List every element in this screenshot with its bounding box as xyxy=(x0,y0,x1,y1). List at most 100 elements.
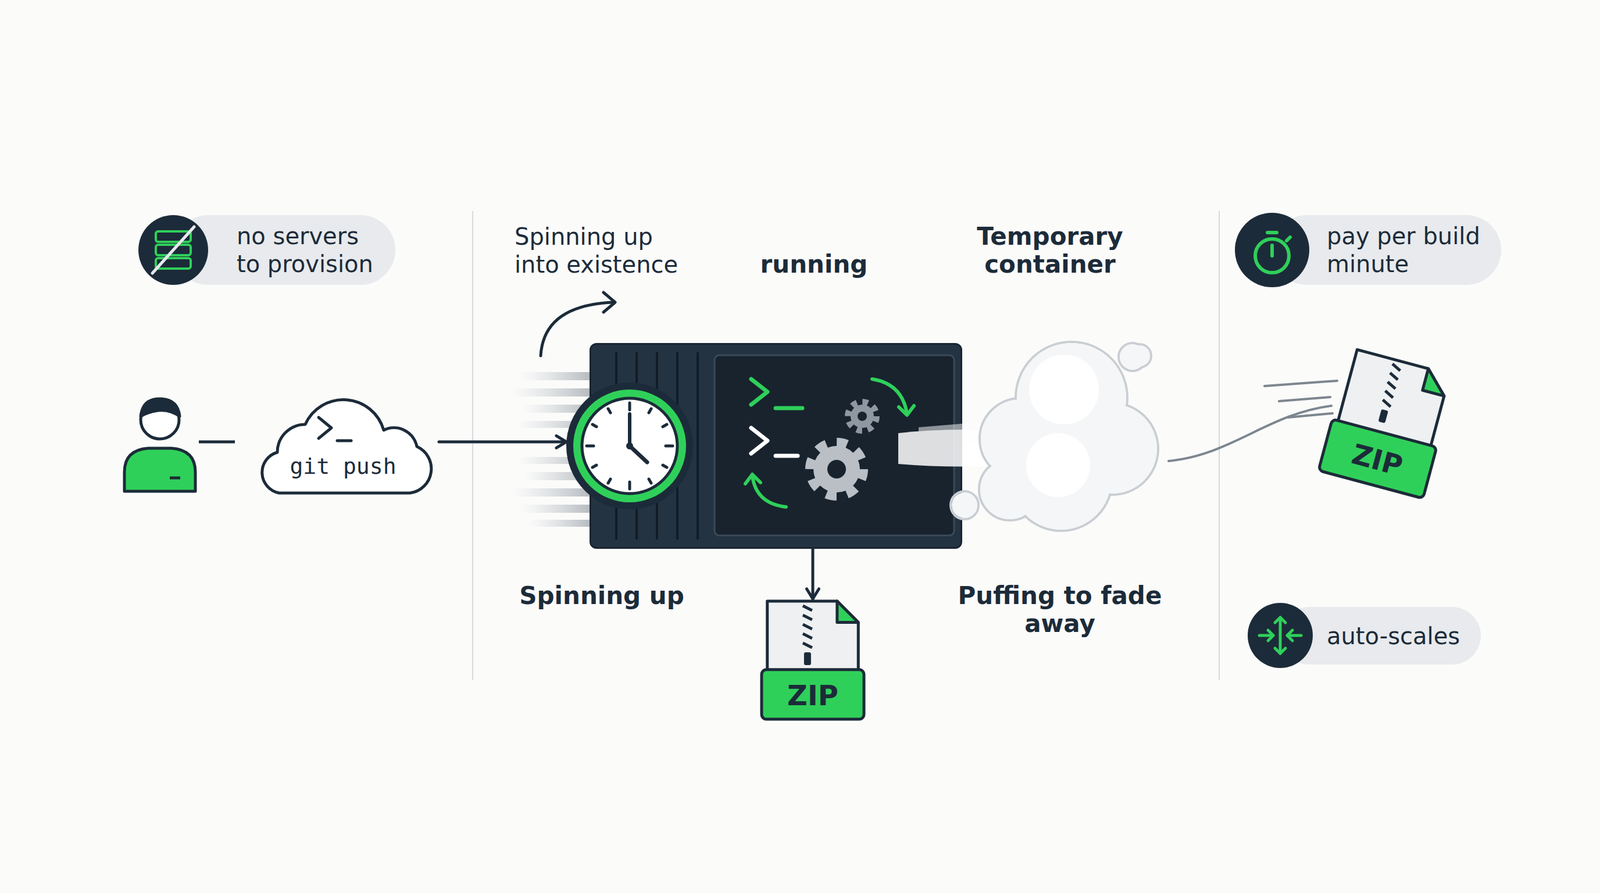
speed-lines xyxy=(523,404,591,413)
motion-lines xyxy=(1287,413,1333,418)
zipper-tooth xyxy=(1386,381,1398,389)
motion-lines xyxy=(1168,380,1338,462)
smoke-streak xyxy=(898,421,1012,467)
smoke-streak xyxy=(918,421,989,435)
clock-icon xyxy=(648,479,652,484)
container-panel xyxy=(655,352,659,540)
gear-icon xyxy=(850,404,874,428)
clock-icon xyxy=(662,465,667,468)
clock-icon xyxy=(626,442,634,450)
divider-line xyxy=(472,211,474,681)
smoke-puff xyxy=(950,341,1159,531)
smoke-puff xyxy=(979,458,1041,521)
zip-outline xyxy=(1333,349,1450,463)
smoke-puff xyxy=(1015,341,1128,454)
smoke-puff xyxy=(1067,404,1157,494)
stopwatch-icon xyxy=(1255,232,1291,273)
container-body xyxy=(589,343,963,549)
clock-icon xyxy=(665,444,673,448)
feature-pill: no servers to provision xyxy=(173,215,396,285)
motion-lines xyxy=(1264,380,1338,387)
cycle-arrow xyxy=(872,379,907,414)
speed-lines xyxy=(517,456,591,464)
zip-label-band xyxy=(1318,419,1437,499)
speed-lines xyxy=(529,519,591,527)
zip-outline xyxy=(1316,345,1459,501)
speed-lines xyxy=(520,504,591,513)
pill-text: auto-scales xyxy=(1326,622,1473,650)
zipper-tooth xyxy=(802,643,813,648)
clock-icon xyxy=(592,465,597,468)
stopwatch-icon xyxy=(1286,237,1291,241)
clock-icon xyxy=(592,424,597,427)
user-icon xyxy=(169,476,181,480)
zipper-pull xyxy=(1378,409,1389,424)
zipper-pull xyxy=(804,652,812,666)
smoke-puff xyxy=(1009,428,1113,531)
container-panel xyxy=(615,352,618,540)
smoke-puff xyxy=(1011,429,1112,530)
terminal-glyph xyxy=(751,379,768,405)
clock-icon xyxy=(581,398,678,494)
speed-lines xyxy=(511,488,591,497)
gear-icon xyxy=(848,402,877,431)
smoke-streak xyxy=(898,429,1012,467)
user-icon xyxy=(140,398,180,417)
server-icon xyxy=(138,215,209,285)
arrow-head xyxy=(806,588,820,599)
scale-icon xyxy=(1287,634,1302,638)
clock-icon xyxy=(566,382,694,510)
smoke-puff xyxy=(1026,354,1099,498)
gear-icon xyxy=(857,411,867,421)
smoke-puff xyxy=(1026,433,1091,498)
scale-icon xyxy=(1259,617,1302,654)
feature-pill: pay per build minute xyxy=(1272,215,1502,285)
speed-lines xyxy=(511,372,591,527)
server-icon xyxy=(155,258,191,269)
arrow-head xyxy=(556,436,567,449)
smoke-puff xyxy=(1119,344,1146,370)
scale-icon xyxy=(1275,617,1286,623)
smoke-puff xyxy=(1066,402,1159,495)
connector-line xyxy=(198,440,235,444)
terminal-screen xyxy=(714,355,955,536)
scale-icon xyxy=(1247,602,1313,669)
spin-arrow xyxy=(540,302,614,356)
cloud-outline xyxy=(247,383,439,500)
clock-icon xyxy=(662,424,667,427)
speed-lines xyxy=(523,472,591,481)
server-icon xyxy=(155,231,191,242)
stopwatch-icon xyxy=(1267,230,1277,235)
clock-icon xyxy=(648,408,652,413)
scale-icon xyxy=(1279,617,1282,654)
stage-label: Puffing to fade away xyxy=(943,581,1177,638)
cycle-arrow xyxy=(752,475,787,507)
zip-label-band xyxy=(761,669,864,720)
user-icon xyxy=(140,400,180,439)
stopwatch-icon xyxy=(1234,212,1310,288)
smoke-puff xyxy=(1129,345,1150,367)
feature-pill: auto-scales xyxy=(1280,606,1481,665)
container-panel xyxy=(635,352,638,540)
stage-heading: running xyxy=(726,250,902,280)
smoke-puff xyxy=(1029,354,1099,425)
stopwatch-icon xyxy=(1255,238,1289,273)
speed-lines xyxy=(517,420,591,428)
container-panel xyxy=(676,352,679,540)
container-box: running xyxy=(566,343,963,549)
prompt-glyph xyxy=(337,439,352,443)
smoke-puff xyxy=(979,398,1062,480)
zipper-tooth xyxy=(1391,363,1402,371)
scale-icon xyxy=(1259,634,1274,638)
zip-outline xyxy=(767,601,859,687)
zipper-tooth xyxy=(802,615,813,620)
zipper-tooth xyxy=(1384,390,1395,398)
speed-lines xyxy=(511,388,591,397)
zip-file: ZIP xyxy=(1316,345,1459,501)
stage-label: Temporary container xyxy=(933,222,1167,279)
user-icon xyxy=(124,398,196,492)
